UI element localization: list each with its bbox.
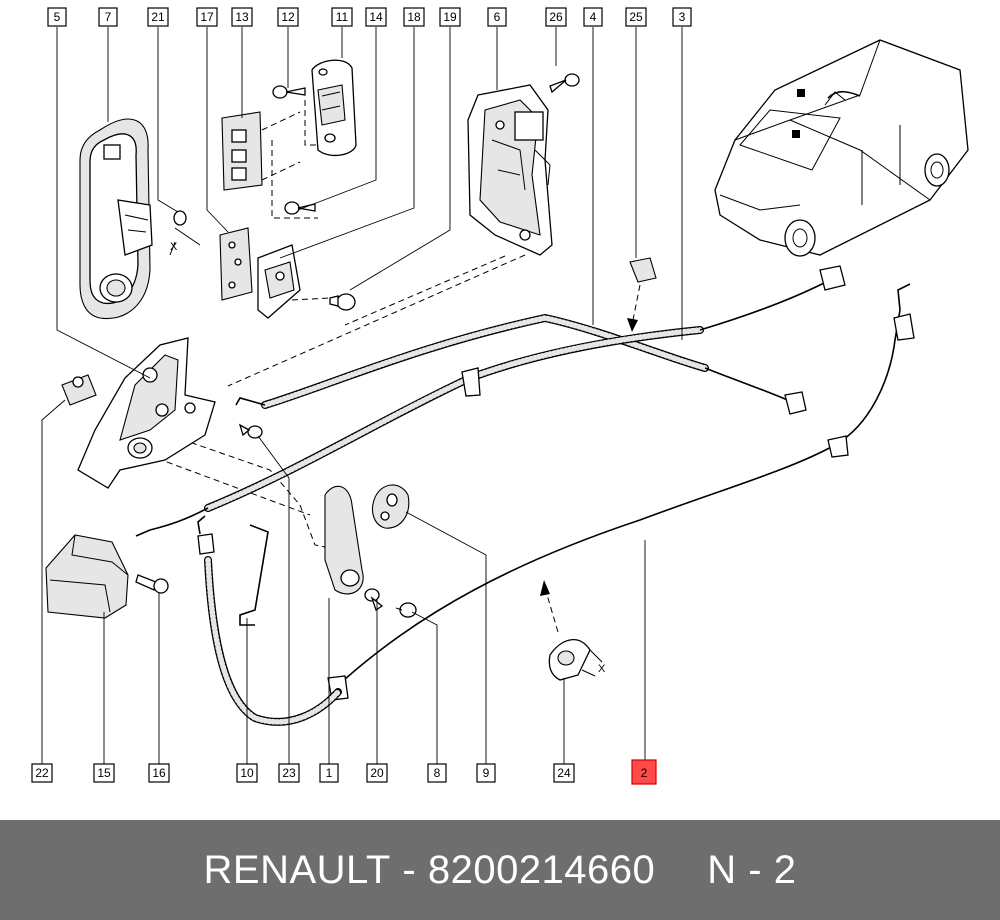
callout-24: 24 xyxy=(553,763,575,783)
exploded-parts-diagram: X xyxy=(31,7,969,785)
handle-bezel xyxy=(371,484,410,529)
callout-9: 9 xyxy=(476,763,496,783)
callout-11: 11 xyxy=(331,7,353,27)
screw-23 xyxy=(238,423,263,439)
leader-lines xyxy=(41,27,683,764)
callout-18: 18 xyxy=(403,7,425,27)
svg-text:8: 8 xyxy=(434,766,441,780)
striker-bracket xyxy=(304,59,357,157)
svg-text:1: 1 xyxy=(326,766,333,780)
svg-text:26: 26 xyxy=(549,10,563,24)
dimension-mark-left: X xyxy=(170,241,178,253)
svg-text:18: 18 xyxy=(407,10,421,24)
separator: - xyxy=(402,847,417,892)
cable-3 xyxy=(135,265,846,537)
svg-text:4: 4 xyxy=(590,10,597,24)
svg-text:22: 22 xyxy=(35,766,49,780)
clip-22 xyxy=(61,374,97,406)
svg-text:2: 2 xyxy=(641,766,648,780)
callout-14: 14 xyxy=(365,7,387,27)
hinge-plate xyxy=(221,111,318,219)
part-number: 8200214660 xyxy=(427,847,656,892)
cable-2 xyxy=(327,283,915,701)
svg-text:16: 16 xyxy=(152,766,166,780)
svg-text:5: 5 xyxy=(54,10,61,24)
svg-text:20: 20 xyxy=(370,766,384,780)
callout-10: 10 xyxy=(236,763,258,783)
callout-6: 6 xyxy=(487,7,507,27)
callout-15: 15 xyxy=(93,763,115,783)
callout-17: 17 xyxy=(196,7,218,27)
screw-12 xyxy=(272,85,306,99)
callout-26: 26 xyxy=(545,7,567,27)
svg-text:21: 21 xyxy=(151,10,165,24)
cable-10 xyxy=(197,515,342,726)
callout-1: 1 xyxy=(319,763,339,783)
callout-4: 4 xyxy=(583,7,603,27)
svg-text:12: 12 xyxy=(281,10,295,24)
svg-text:25: 25 xyxy=(629,10,643,24)
callout-19: 19 xyxy=(439,7,461,27)
svg-text:17: 17 xyxy=(200,10,214,24)
position-code: N - 2 xyxy=(707,847,797,892)
callout-3: 3 xyxy=(672,7,692,27)
svg-text:19: 19 xyxy=(443,10,457,24)
svg-text:11: 11 xyxy=(336,10,349,24)
callout-21: 21 xyxy=(147,7,169,27)
lock-cover xyxy=(45,534,129,619)
screw-20 xyxy=(364,588,384,612)
svg-text:23: 23 xyxy=(282,766,296,780)
svg-text:15: 15 xyxy=(97,766,111,780)
exterior-handle xyxy=(324,485,364,595)
washer-8 xyxy=(395,602,417,618)
callout-7: 7 xyxy=(98,7,118,27)
screw-14 xyxy=(284,201,316,215)
screw-26 xyxy=(549,73,580,94)
svg-text:10: 10 xyxy=(240,766,254,780)
lock-rod xyxy=(239,524,269,626)
callout-12: 12 xyxy=(277,7,299,27)
door-lock-mechanism xyxy=(467,84,553,256)
svg-text:6: 6 xyxy=(494,10,501,24)
callout-20: 20 xyxy=(366,763,388,783)
callout-16: 16 xyxy=(148,763,170,783)
svg-text:24: 24 xyxy=(557,766,571,780)
callout-5: 5 xyxy=(47,7,67,27)
striker-bolt xyxy=(329,293,356,311)
interior-handle-assembly xyxy=(79,118,201,320)
brand-name: RENAULT xyxy=(203,847,391,892)
callout-25: 25 xyxy=(625,7,647,27)
svg-text:13: 13 xyxy=(235,10,249,24)
callout-2-highlighted: 2 xyxy=(631,759,657,785)
svg-text:9: 9 xyxy=(483,766,490,780)
lock-plate xyxy=(219,227,253,301)
screw-16 xyxy=(135,574,169,594)
dimension-mark-right: X xyxy=(598,663,606,675)
door-striker xyxy=(257,244,331,319)
callout-13: 13 xyxy=(231,7,253,27)
rear-lock-assembly xyxy=(77,337,216,489)
callout-23: 23 xyxy=(278,763,300,783)
part-info-footer: RENAULT - 8200214660 N - 2 xyxy=(0,820,1000,920)
svg-text:7: 7 xyxy=(105,10,112,24)
clip-24 xyxy=(540,580,603,681)
callout-22: 22 xyxy=(31,763,53,783)
svg-text:3: 3 xyxy=(679,10,686,24)
svg-text:14: 14 xyxy=(369,10,383,24)
clip-25 xyxy=(627,257,657,332)
cable-4 xyxy=(235,313,807,415)
van-illustration xyxy=(714,39,969,257)
callout-8: 8 xyxy=(427,763,447,783)
